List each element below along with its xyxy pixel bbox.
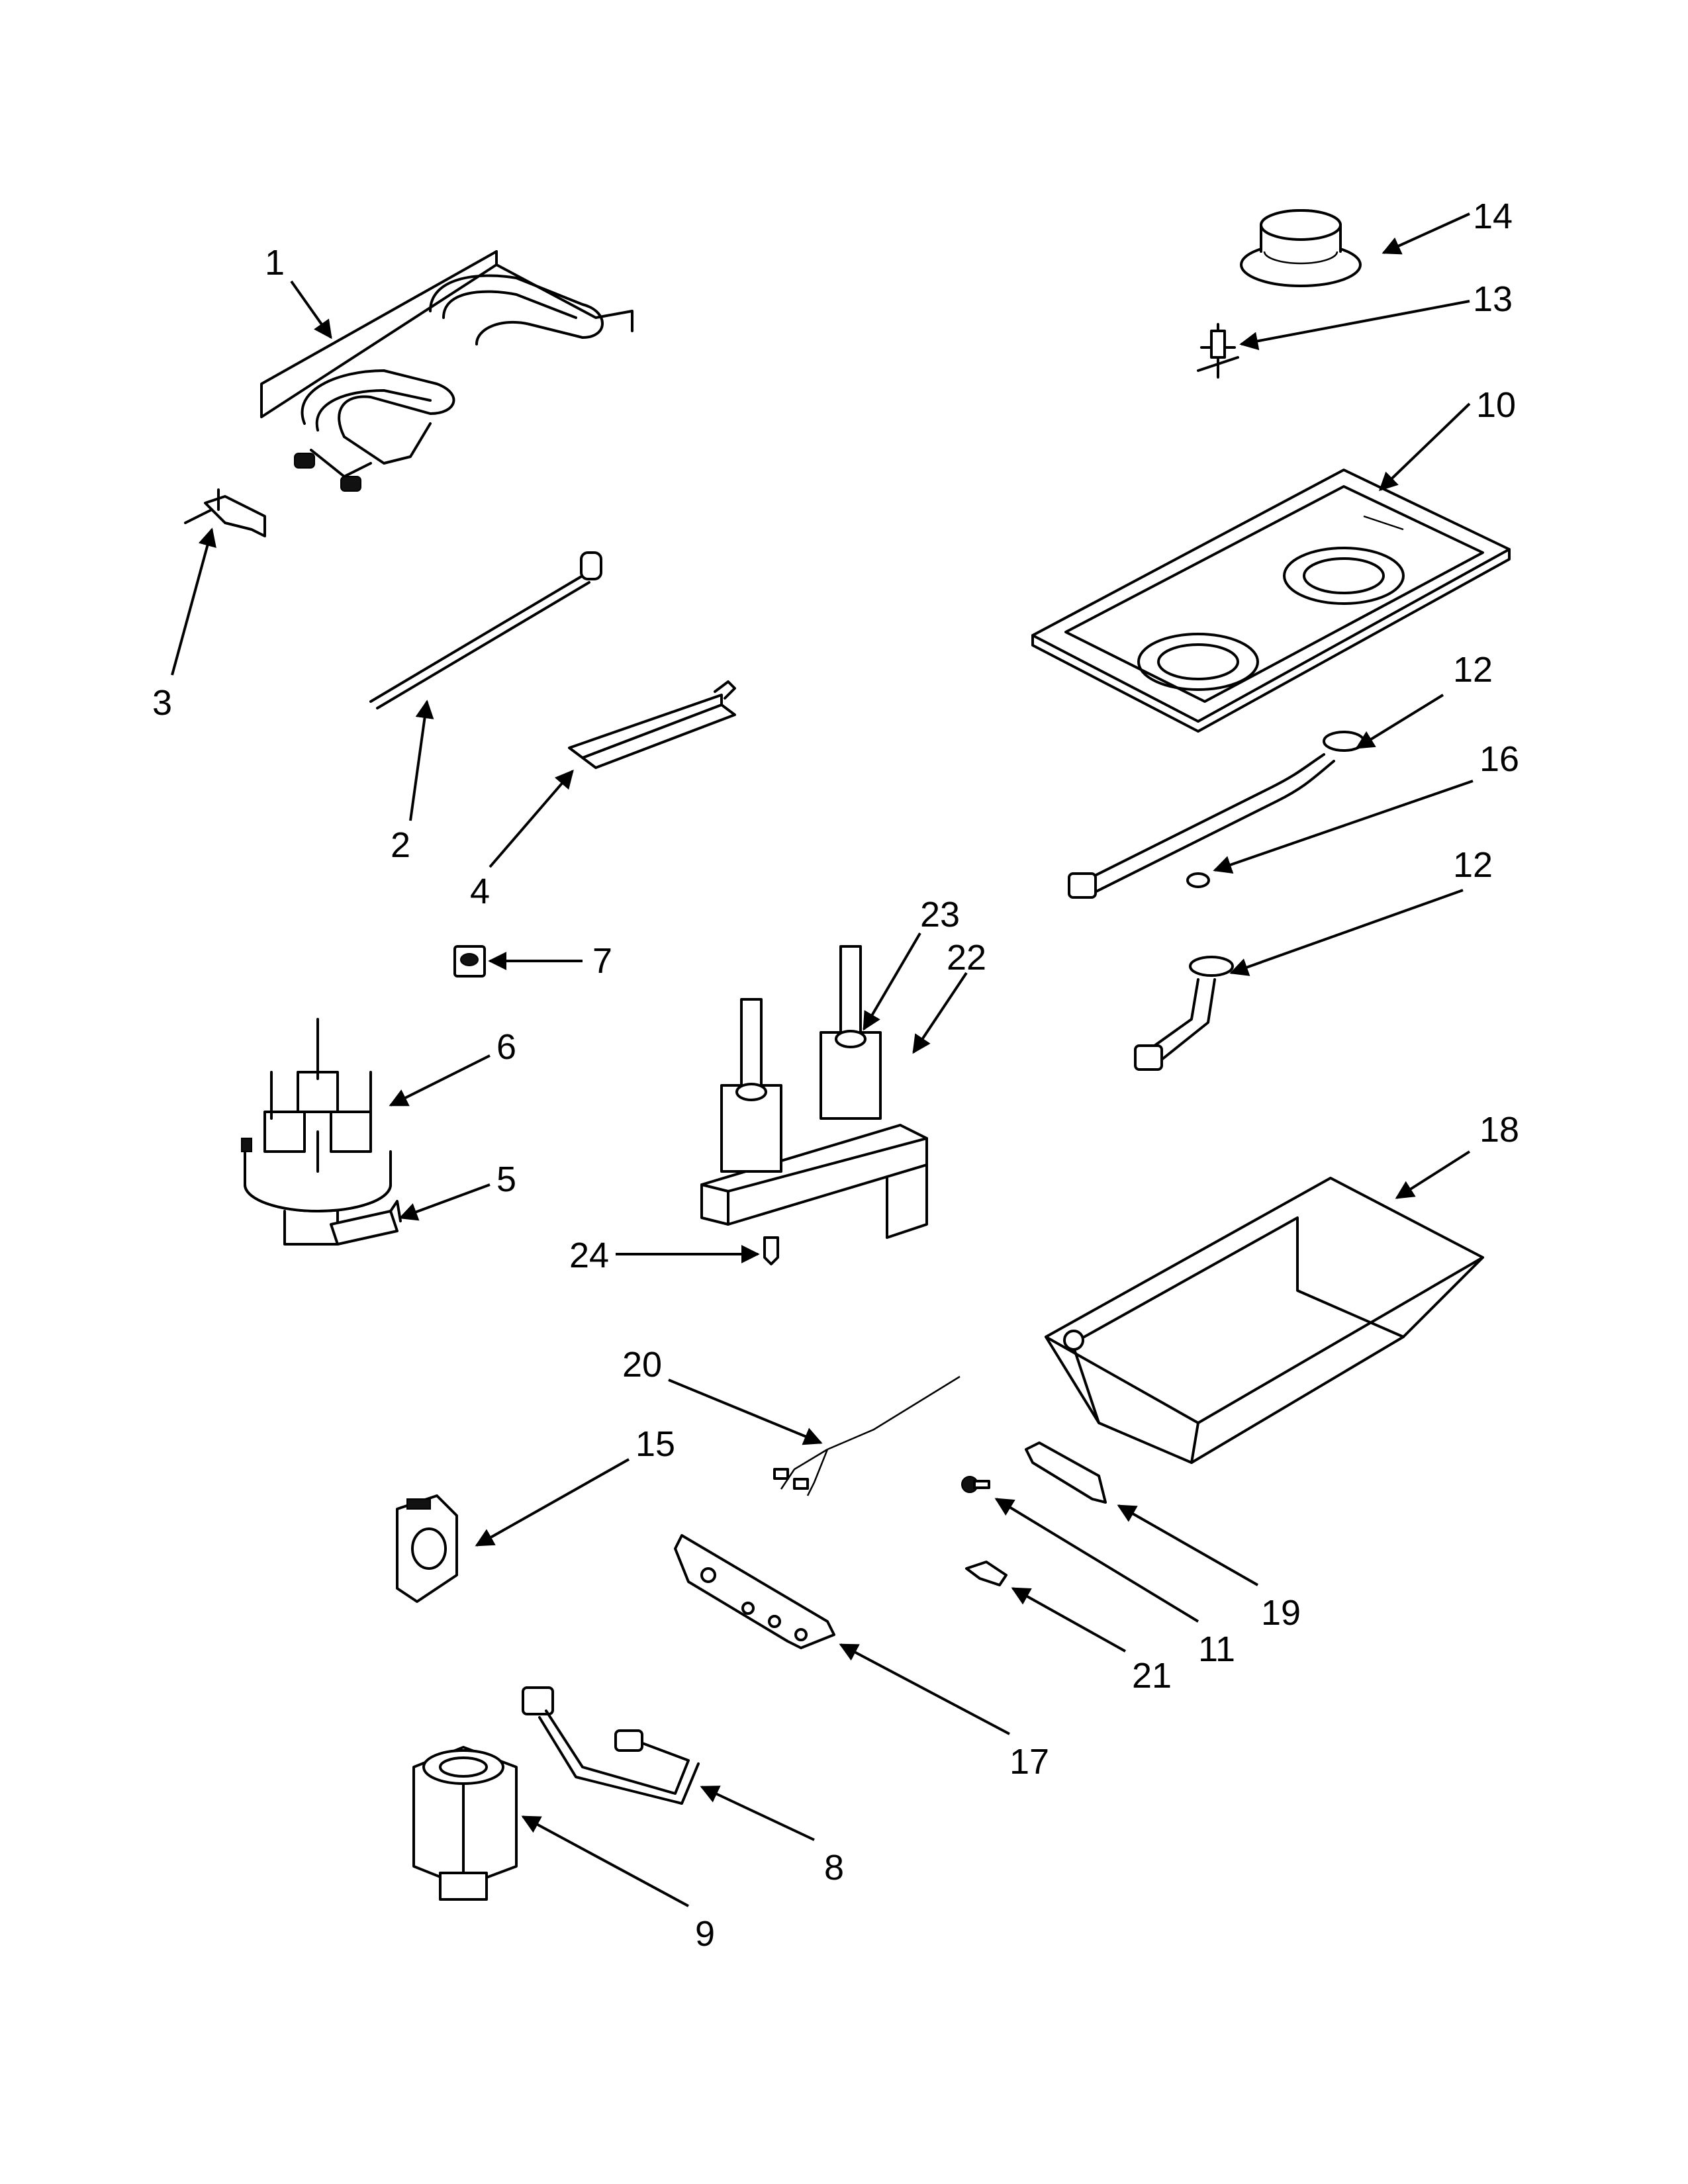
callout-24: 24	[569, 1236, 609, 1275]
callout-labels: 1 2 3 4 5 6 7 8 9 10 11 12 12 13 14 15 1…	[152, 197, 1519, 1954]
gas-line-part-8	[522, 1686, 700, 1805]
leader-4	[489, 769, 574, 868]
leader-13	[1239, 300, 1470, 351]
leader-16	[1213, 780, 1474, 874]
callout-6: 6	[496, 1027, 516, 1067]
callout-3: 3	[152, 683, 172, 723]
part-7-box	[453, 945, 486, 978]
callout-21: 21	[1132, 1656, 1172, 1696]
tray-part-18	[1045, 1177, 1484, 1464]
leader-3	[171, 527, 216, 676]
callout-2: 2	[391, 825, 410, 865]
callout-14: 14	[1473, 197, 1513, 236]
leader-17	[839, 1643, 1010, 1735]
leader-6	[389, 1054, 491, 1107]
valve-part-6	[241, 1018, 392, 1246]
callout-13: 13	[1473, 279, 1513, 319]
electrode-part-13	[1197, 323, 1239, 379]
screw-part-11	[961, 1476, 990, 1493]
leader-18	[1395, 1150, 1471, 1199]
burner-cap-part-14	[1240, 209, 1362, 287]
oring-part-16	[1186, 872, 1210, 888]
valve-stem-part-23	[720, 945, 882, 1173]
leader-21	[1011, 1587, 1126, 1653]
leader-23	[863, 932, 921, 1031]
callout-11: 11	[1198, 1629, 1235, 1669]
gas-tube-part-12b	[1134, 956, 1234, 1071]
leader-12b	[1229, 889, 1464, 976]
callout-5: 5	[496, 1160, 516, 1199]
callout-20: 20	[622, 1345, 662, 1385]
callout-7: 7	[592, 941, 612, 981]
callout-4: 4	[470, 872, 490, 911]
valve-manifold-part-22	[700, 1124, 928, 1239]
callout-17: 17	[1009, 1742, 1049, 1782]
wire-harness-part-20	[773, 1375, 961, 1496]
clip-part-21	[965, 1561, 1008, 1586]
callout-9: 9	[695, 1914, 715, 1954]
leader-2	[409, 700, 434, 821]
callout-12a: 12	[1453, 650, 1493, 690]
leader-11	[994, 1498, 1199, 1623]
callout-19: 19	[1261, 1593, 1301, 1633]
leader-12a	[1355, 694, 1444, 749]
housing-part-15	[396, 1494, 458, 1603]
igniter-part-3	[184, 488, 266, 537]
cooktop-part-10	[1031, 469, 1511, 733]
callout-22: 22	[947, 938, 986, 978]
leader-9	[521, 1815, 689, 1907]
bracket-part-17	[674, 1534, 835, 1649]
leader-22	[912, 972, 968, 1054]
gas-tube-part-12a	[1068, 731, 1365, 899]
screw-part-24	[763, 1236, 779, 1265]
leader-20	[668, 1379, 823, 1445]
leader-5	[399, 1183, 491, 1221]
bracket-part-19	[1025, 1441, 1107, 1504]
leader-19	[1117, 1504, 1258, 1586]
regulator-part-9	[412, 1746, 518, 1901]
leader-15	[475, 1458, 630, 1547]
leader-1	[290, 280, 332, 340]
callout-16: 16	[1479, 739, 1519, 779]
callout-23: 23	[920, 895, 960, 934]
leader-14	[1382, 212, 1470, 255]
callout-12b: 12	[1453, 845, 1493, 885]
callout-8: 8	[824, 1848, 844, 1888]
callout-1: 1	[265, 243, 285, 283]
callout-15: 15	[635, 1424, 675, 1464]
callout-18: 18	[1479, 1110, 1519, 1150]
bracket-part-4	[568, 680, 736, 769]
leader-lines	[171, 212, 1474, 1907]
igniter-rod-part-2	[369, 551, 602, 709]
leader-8	[700, 1786, 815, 1841]
callout-10: 10	[1476, 385, 1516, 425]
leader-10	[1378, 402, 1471, 491]
burner-assembly-part	[260, 250, 633, 492]
